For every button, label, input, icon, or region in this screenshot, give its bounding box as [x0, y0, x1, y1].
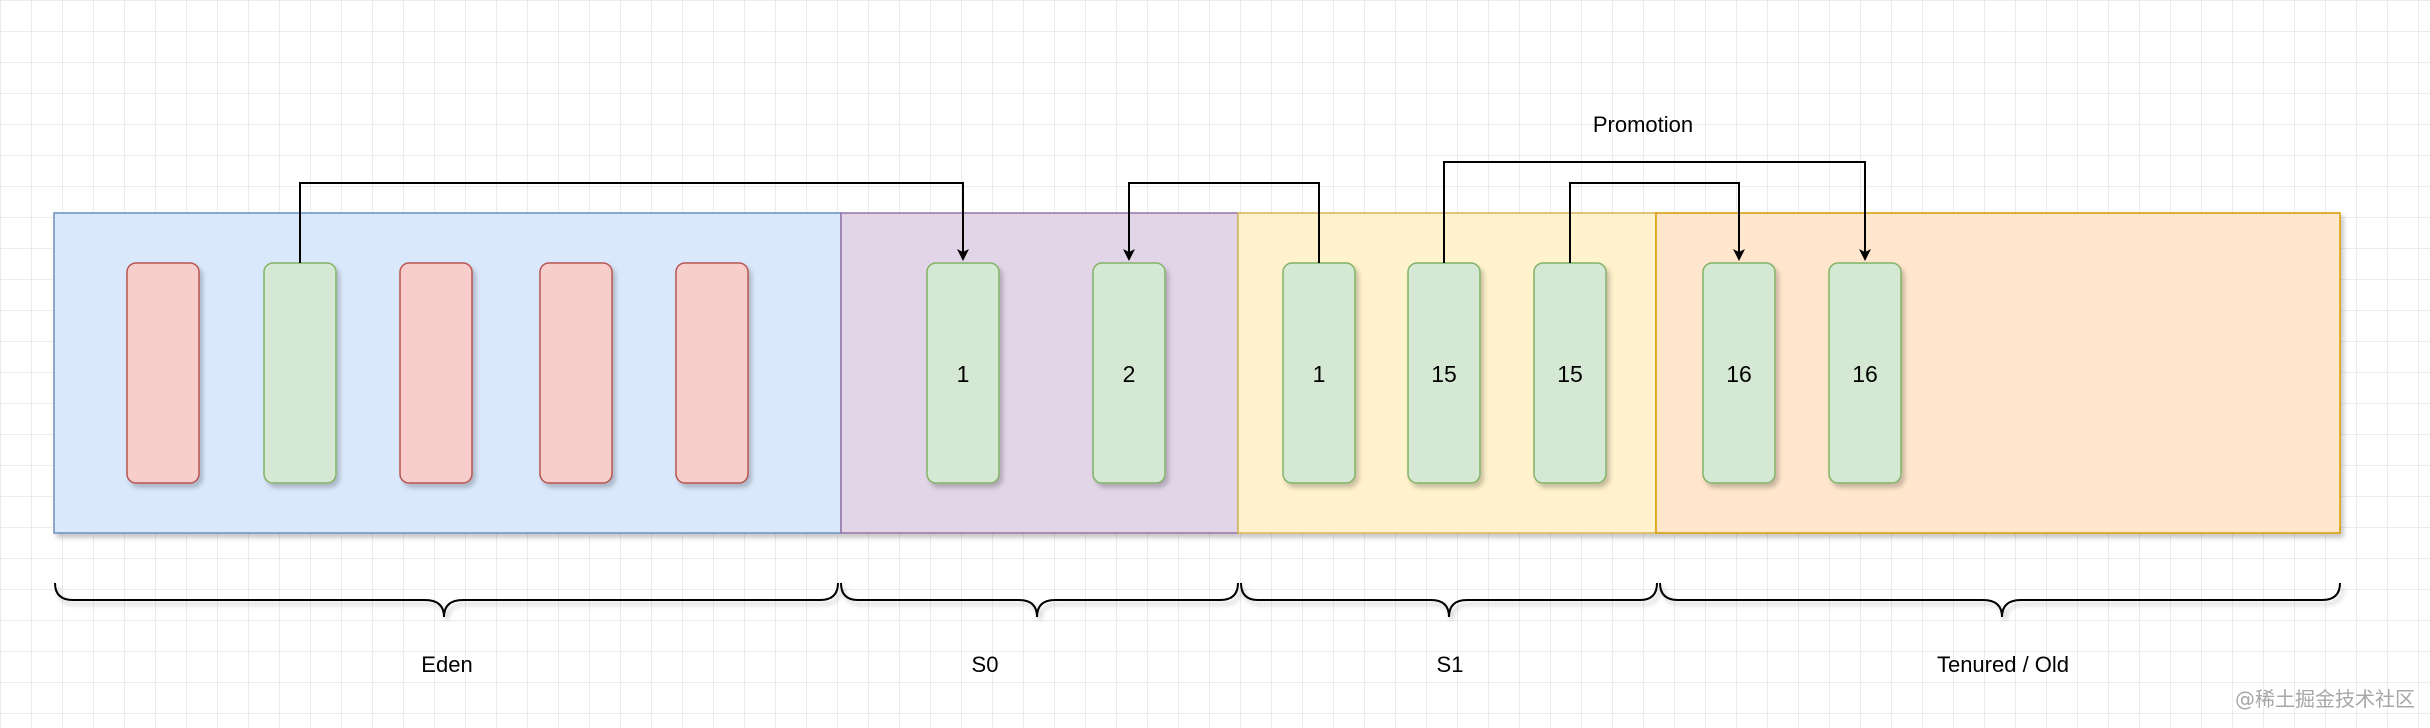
- tenured-object-age-label: 16: [1852, 361, 1878, 387]
- watermark-text: @稀土掘金技术社区: [2235, 687, 2415, 711]
- promotion-arrow: [1443, 161, 1871, 263]
- eden-label: Eden: [421, 652, 472, 677]
- s0-object-age-label: 1: [957, 361, 970, 387]
- s1-label: S1: [1437, 652, 1464, 677]
- eden-object-dead: [675, 262, 749, 484]
- eden-to-s0-arrow: [299, 182, 969, 263]
- tenured-object-age-16: [1828, 262, 1902, 484]
- s1-object-age-label: 15: [1431, 361, 1457, 387]
- s0-label: S0: [972, 652, 999, 677]
- tenured-object-age-16: [1702, 262, 1776, 484]
- s1-brace: [1240, 582, 1658, 618]
- s1-object-age-label: 15: [1557, 361, 1583, 387]
- eden-object-dead: [126, 262, 200, 484]
- s0-brace: [840, 582, 1239, 618]
- survivor-s0-region: [840, 212, 1239, 534]
- eden-object-dead: [539, 262, 613, 484]
- tenured-label: Tenured / Old: [1937, 652, 2069, 677]
- eden-brace: [54, 582, 839, 618]
- eden-object-live: [263, 262, 337, 484]
- s1-to-tenured-arrow: [1569, 182, 1745, 263]
- promotion-label: Promotion: [1593, 112, 1693, 137]
- s1-to-s0-arrow: [1123, 182, 1320, 263]
- s1-object-age-label: 1: [1313, 361, 1326, 387]
- s0-object-age-1: [926, 262, 1000, 484]
- eden-object-dead: [399, 262, 473, 484]
- s0-object-age-label: 2: [1123, 361, 1136, 387]
- tenured-object-age-label: 16: [1726, 361, 1752, 387]
- tenured-brace: [1659, 582, 2341, 618]
- s0-object-age-2: [1092, 262, 1166, 484]
